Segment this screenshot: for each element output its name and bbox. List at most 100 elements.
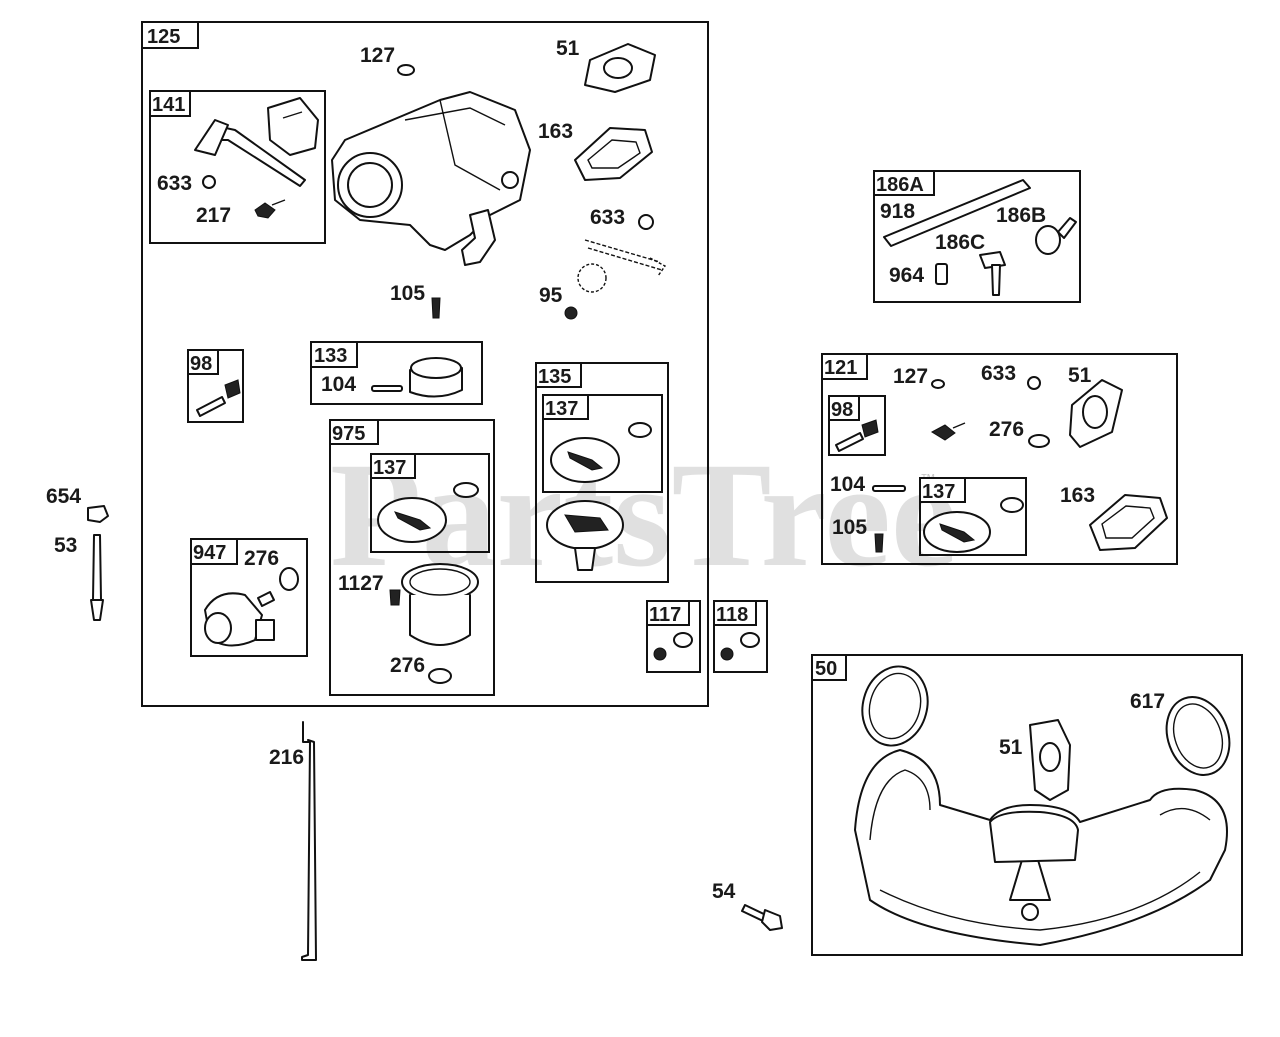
group-118-label[interactable]: 118 [716, 604, 748, 626]
part-95-screw[interactable] [564, 306, 578, 320]
part-105-b-needle[interactable] [874, 533, 884, 553]
part-127-b-oring[interactable] [931, 379, 945, 389]
callout-51-b[interactable]: 51 [1068, 364, 1092, 387]
part-276-seal[interactable] [428, 668, 452, 684]
part-975-float-bowl[interactable] [401, 563, 479, 646]
part-217-spring[interactable] [254, 199, 286, 219]
part-964-clamp[interactable] [935, 263, 948, 285]
group-117-label[interactable]: 117 [649, 604, 681, 626]
callout-186c[interactable]: 186C [935, 231, 985, 254]
part-633-bushing-b[interactable] [638, 214, 654, 230]
group-133-label[interactable]: 133 [314, 345, 347, 367]
part-216-link-rod[interactable] [301, 721, 317, 961]
group-135-tag[interactable] [535, 362, 582, 388]
group-947-tag[interactable] [190, 538, 238, 565]
part-137-b-diaphragm[interactable] [550, 422, 652, 483]
part-947-solenoid[interactable] [204, 591, 275, 647]
callout-617[interactable]: 617 [1130, 690, 1165, 713]
group-137-c-label[interactable]: 137 [922, 481, 955, 503]
callout-1127[interactable]: 1127 [338, 572, 384, 595]
part-141-throttle-shaft[interactable] [194, 97, 319, 187]
callout-104[interactable]: 104 [321, 373, 356, 396]
callout-276-b[interactable]: 276 [244, 547, 279, 570]
group-141-tag[interactable] [149, 90, 191, 117]
group-98-b-label[interactable]: 98 [831, 399, 853, 421]
callout-216[interactable]: 216 [269, 746, 304, 769]
callout-633[interactable]: 633 [157, 172, 192, 195]
group-186a-tag[interactable] [873, 170, 935, 196]
part-137-diaphragm[interactable] [377, 482, 479, 543]
group-98-tag[interactable] [187, 349, 219, 375]
part-163-gasket[interactable] [574, 127, 653, 181]
part-617-gasket-ring[interactable] [1156, 688, 1240, 784]
part-98-screw-spring[interactable] [196, 379, 241, 417]
group-98-label[interactable]: 98 [190, 353, 212, 375]
part-51-c-gasket[interactable] [1029, 719, 1071, 801]
part-186c-fitting[interactable] [979, 251, 1006, 296]
part-98-b-screw-spring[interactable] [835, 419, 879, 452]
callout-654[interactable]: 654 [46, 485, 81, 508]
group-137-label[interactable]: 137 [373, 457, 406, 479]
callout-105[interactable]: 105 [390, 282, 425, 305]
part-104-pin[interactable] [371, 385, 403, 392]
callout-127[interactable]: 127 [360, 44, 395, 67]
callout-276[interactable]: 276 [390, 654, 425, 677]
group-125-label[interactable]: 125 [147, 26, 180, 48]
part-50-intake-manifold[interactable] [854, 749, 1228, 946]
part-186b-fitting[interactable] [1035, 217, 1077, 255]
group-186a-label[interactable]: 186A [876, 174, 924, 196]
group-135-label[interactable]: 135 [538, 366, 571, 388]
group-118-tag[interactable] [713, 600, 757, 626]
callout-276-c[interactable]: 276 [989, 418, 1024, 441]
part-127-oring[interactable] [397, 64, 415, 76]
callout-51-c[interactable]: 51 [999, 736, 1023, 759]
callout-105-b[interactable]: 105 [832, 516, 867, 539]
group-125-tag[interactable] [141, 21, 199, 49]
carburetor-body[interactable] [331, 91, 531, 266]
part-654-nut[interactable] [87, 505, 109, 523]
part-51-gasket[interactable] [584, 43, 656, 93]
part-276-c-seal[interactable] [1028, 434, 1050, 448]
part-1127-screw[interactable] [389, 589, 401, 606]
group-133-tag[interactable] [310, 341, 358, 368]
callout-633-c[interactable]: 633 [981, 362, 1016, 385]
part-163-b-gasket[interactable] [1089, 494, 1168, 551]
part-118-screw[interactable] [720, 632, 760, 661]
group-98-b-tag[interactable] [828, 395, 860, 421]
callout-104-b[interactable]: 104 [830, 473, 865, 496]
callout-127-b[interactable]: 127 [893, 365, 928, 388]
callout-163-b[interactable]: 163 [1060, 484, 1095, 507]
part-gasket-ring-left[interactable] [854, 659, 937, 753]
part-135-pump-body[interactable] [546, 500, 624, 571]
part-217-b-spring[interactable] [930, 422, 966, 441]
group-137-b-tag[interactable] [542, 394, 589, 420]
group-121-label[interactable]: 121 [824, 357, 857, 379]
group-947-label[interactable]: 947 [193, 542, 226, 564]
group-137-c-tag[interactable] [919, 477, 966, 503]
group-121-tag[interactable] [821, 353, 868, 380]
part-276-washer[interactable] [279, 567, 299, 591]
group-50-label[interactable]: 50 [815, 658, 837, 680]
part-104-b-pin[interactable] [872, 485, 906, 492]
group-137-tag[interactable] [370, 453, 416, 479]
group-141-label[interactable]: 141 [152, 94, 185, 116]
callout-163[interactable]: 163 [538, 120, 573, 143]
part-54-bolt[interactable] [741, 904, 783, 931]
group-975-tag[interactable] [329, 419, 379, 445]
callout-633-b[interactable]: 633 [590, 206, 625, 229]
part-633-bushing[interactable] [202, 175, 216, 189]
group-975-label[interactable]: 975 [332, 423, 365, 445]
group-117-tag[interactable] [646, 600, 690, 626]
part-51-b-gasket[interactable] [1069, 379, 1123, 448]
callout-217[interactable]: 217 [196, 204, 231, 227]
callout-51[interactable]: 51 [556, 37, 580, 60]
part-633-c-bushing[interactable] [1027, 376, 1041, 390]
callout-964[interactable]: 964 [889, 264, 924, 287]
callout-95[interactable]: 95 [539, 284, 563, 307]
part-918-fuel-line[interactable] [883, 179, 1031, 247]
part-105-needle[interactable] [431, 297, 441, 319]
part-choke-shaft[interactable] [577, 239, 667, 293]
part-133-float[interactable] [409, 357, 463, 398]
callout-918[interactable]: 918 [880, 200, 915, 223]
part-53-stud[interactable] [90, 534, 104, 621]
